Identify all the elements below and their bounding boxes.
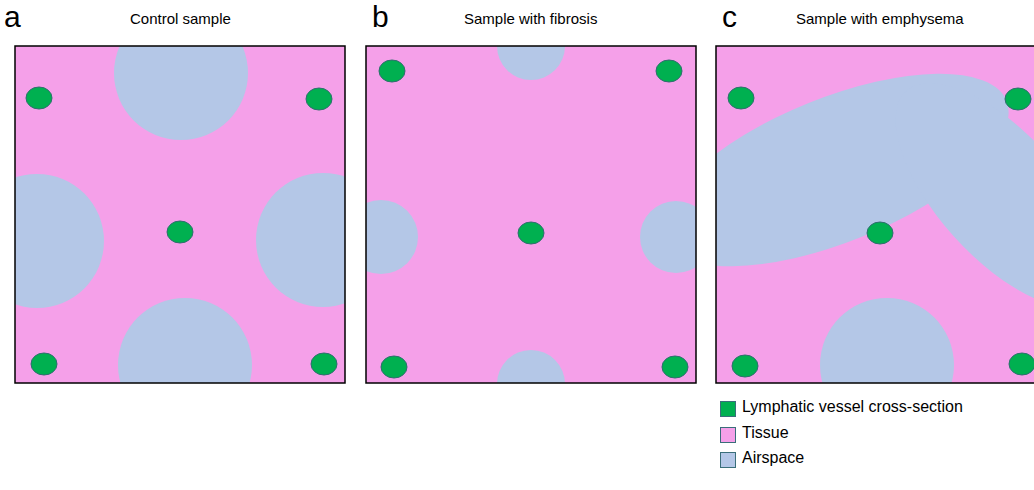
legend-text: Lymphatic vessel cross-section — [742, 398, 963, 416]
control-panel — [0, 6, 390, 432]
panel-title: Sample with fibrosis — [464, 10, 597, 27]
emphysema-panel — [636, 34, 1034, 432]
legend-swatch — [720, 427, 736, 443]
panel-letter: a — [4, 0, 21, 34]
panel-letter: c — [722, 0, 737, 34]
fibrosis-panel — [344, 12, 712, 418]
legend-text: Tissue — [742, 424, 789, 442]
legend-swatch — [720, 452, 736, 468]
legend-text: Airspace — [742, 449, 804, 467]
panel-title: Sample with emphysema — [796, 10, 964, 27]
panel-title: Control sample — [130, 10, 231, 27]
panel-letter: b — [372, 0, 389, 34]
legend-swatch — [720, 401, 736, 417]
